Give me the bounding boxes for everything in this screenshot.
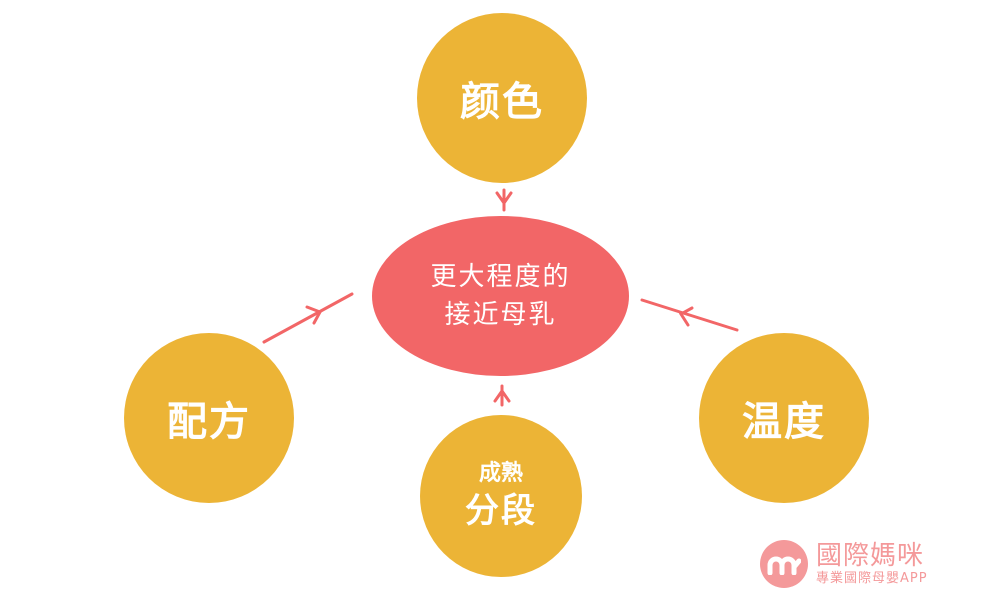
arrow-top-to-center [495,188,513,212]
logo-subtitle: 專業國際母嬰APP [816,571,928,586]
arrow-bottom-to-center [493,384,511,407]
factor-color-label: 颜色 [460,79,544,125]
arrow-left-to-center [262,292,354,344]
factor-stage-line2: 分段 [465,491,537,531]
factor-temperature-label: 温度 [742,399,826,445]
logo-m-icon [760,540,808,588]
factor-temperature-node: 温度 [699,333,869,503]
center-goal-node: 更大程度的 接近母乳 [372,216,629,376]
center-line2: 接近母乳 [444,300,557,330]
factor-stage-node: 成熟 分段 [420,415,582,577]
factor-formula-node: 配方 [124,333,294,503]
logo-title: 國際媽咪 [816,541,925,571]
center-line1: 更大程度的 [430,262,571,292]
brand-logo: 國際媽咪 專業國際母嬰APP [760,540,928,588]
arrow-right-to-center [640,298,739,332]
factor-color-node: 颜色 [417,13,587,183]
factor-formula-label: 配方 [167,399,251,445]
factor-stage-line1: 成熟 [478,461,523,486]
